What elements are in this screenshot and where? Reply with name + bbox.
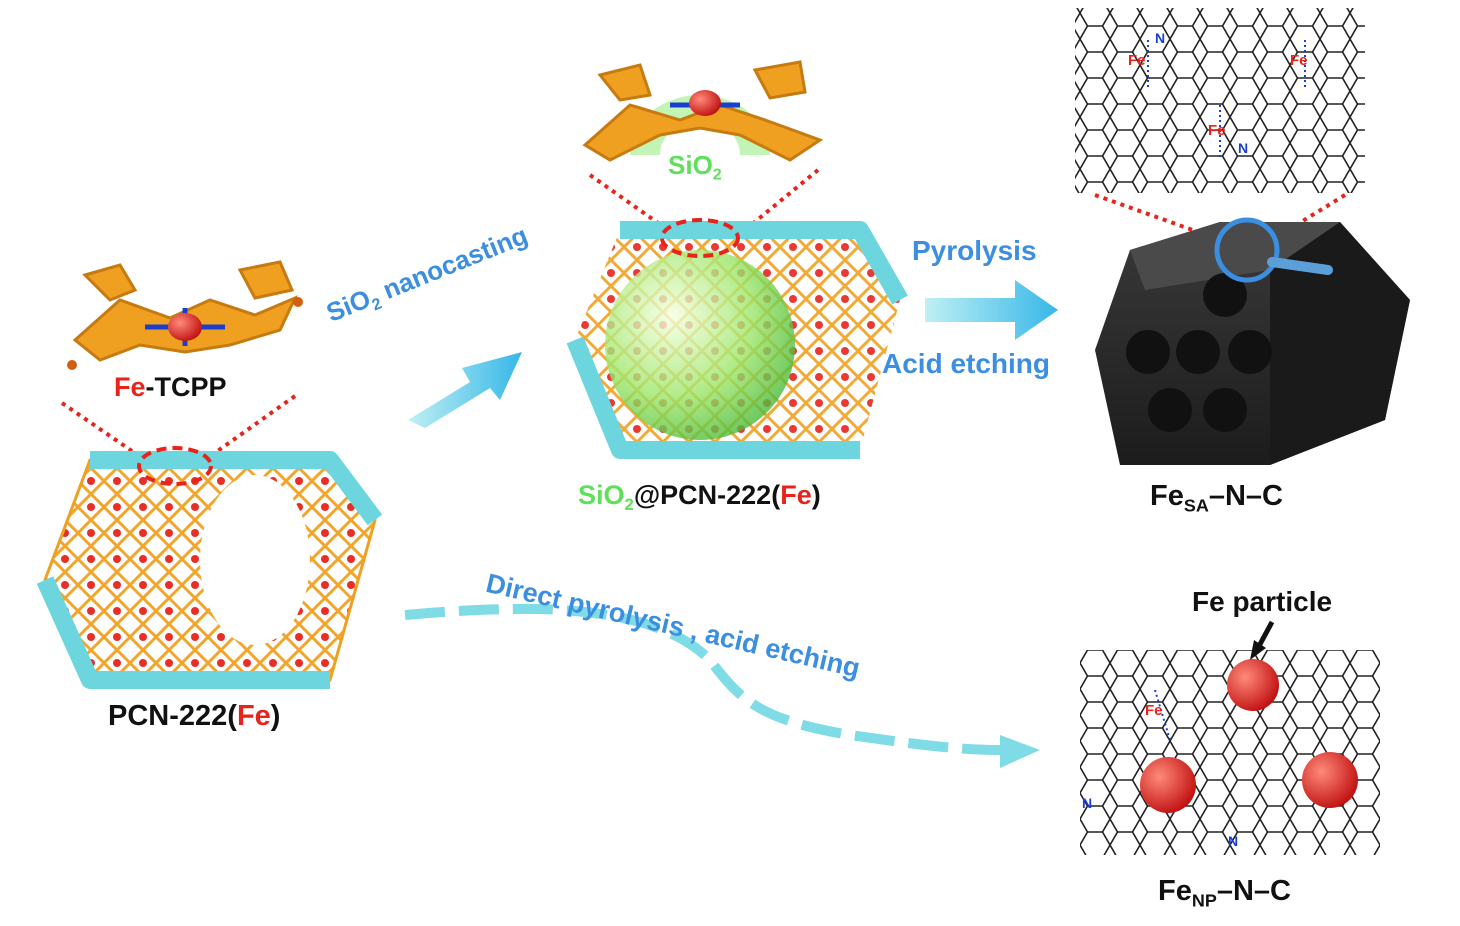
silica-sphere xyxy=(605,250,795,440)
fe-site-label: Fe xyxy=(1290,52,1308,69)
carbon-block xyxy=(1095,217,1410,465)
sio2-pcn-framework xyxy=(566,218,908,459)
sio2-pcn-label: SiO2@PCN-222(Fe) xyxy=(578,480,821,514)
fesa-lattice xyxy=(1075,8,1365,193)
n-atom-label: N xyxy=(1238,140,1249,156)
pyrolysis-label: Pyrolysis xyxy=(912,235,1037,266)
fe-particle-cluster xyxy=(1140,757,1196,813)
fe-tcpp-label: Fe-TCPP xyxy=(114,372,227,402)
fe-site-label: Fe xyxy=(1145,702,1163,719)
n-atom-label: N xyxy=(1228,833,1239,849)
magnifier-icon xyxy=(1214,217,1280,283)
fenp-n-c-label: FeNP–N–C xyxy=(1158,875,1291,911)
fe-particle-pointer xyxy=(1250,620,1275,660)
fe-tcpp-molecule xyxy=(67,260,303,370)
fe-site-label: Fe xyxy=(1208,122,1226,139)
n-atom-label: N xyxy=(1155,30,1166,46)
fe-particle-cluster xyxy=(1302,752,1358,808)
pcn-222-label: PCN-222(Fe) xyxy=(108,700,281,732)
sio2-porphyrin xyxy=(582,60,824,162)
n-atom-label: N xyxy=(1082,795,1093,811)
fesa-n-c-label: FeSA–N–C xyxy=(1150,480,1283,516)
fenp-lattice xyxy=(1080,650,1380,855)
fe-particle-label: Fe particle xyxy=(1192,586,1333,617)
fe-particle-cluster xyxy=(1227,659,1279,711)
fe-site-label: Fe xyxy=(1128,52,1146,69)
nanocasting-arrow xyxy=(408,352,522,428)
sio2-dome-label: SiO2 xyxy=(668,150,722,184)
fe-atom-ball xyxy=(168,313,202,341)
pcn-222-framework xyxy=(36,446,383,689)
direct-pyrolysis-arrow xyxy=(404,603,1040,768)
pyrolysis-arrow xyxy=(925,280,1058,340)
acid-etching-label: Acid etching xyxy=(882,348,1051,379)
